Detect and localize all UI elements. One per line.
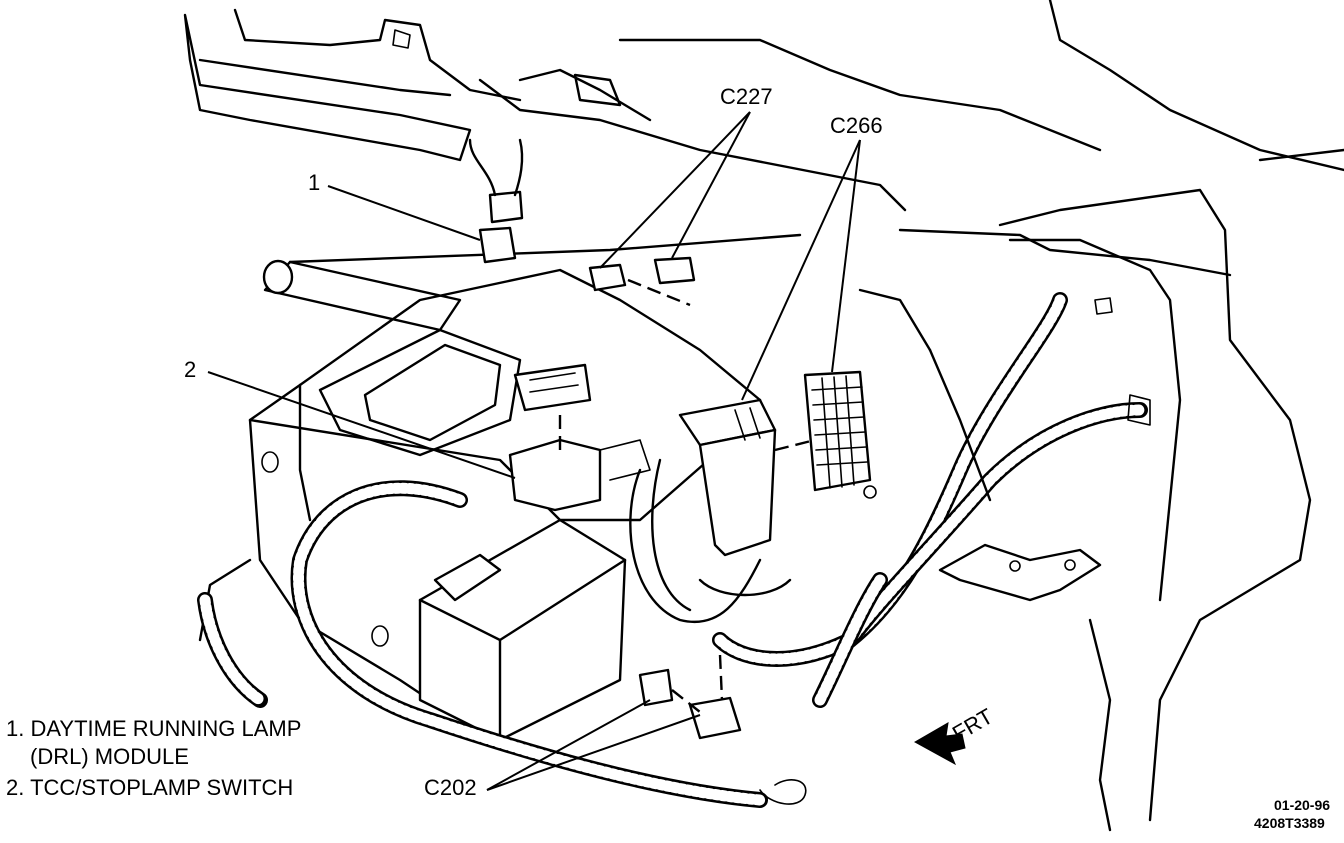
callout-c227: C227 xyxy=(720,84,773,109)
c227-connectors xyxy=(468,138,696,307)
figure-date: 01-20-96 xyxy=(1274,797,1330,813)
callout-item-1: 1 xyxy=(308,170,320,195)
leader-lines xyxy=(207,111,861,791)
legend-item-1-cont: (DRL) MODULE xyxy=(30,744,189,769)
c266-connector xyxy=(678,370,877,557)
tcc-stoplamp-switch xyxy=(508,363,651,512)
callout-item-2: 2 xyxy=(184,357,196,382)
legend-item-2: 2. TCC/STOPLAMP SWITCH xyxy=(6,775,293,800)
figure-code: 4208T3389 xyxy=(1254,815,1325,831)
legend-item-1: 1. DAYTIME RUNNING LAMP xyxy=(6,716,301,741)
drl-module xyxy=(418,518,627,742)
steering-column xyxy=(262,233,802,332)
column-housing xyxy=(198,268,762,702)
front-arrow xyxy=(913,722,966,766)
dash-panel xyxy=(183,0,1344,277)
side-panel xyxy=(858,148,1344,832)
wiring-harness xyxy=(197,292,1151,808)
c202-connectors xyxy=(638,654,807,805)
callout-c266: C266 xyxy=(830,113,883,138)
callout-c202: C202 xyxy=(424,775,477,800)
